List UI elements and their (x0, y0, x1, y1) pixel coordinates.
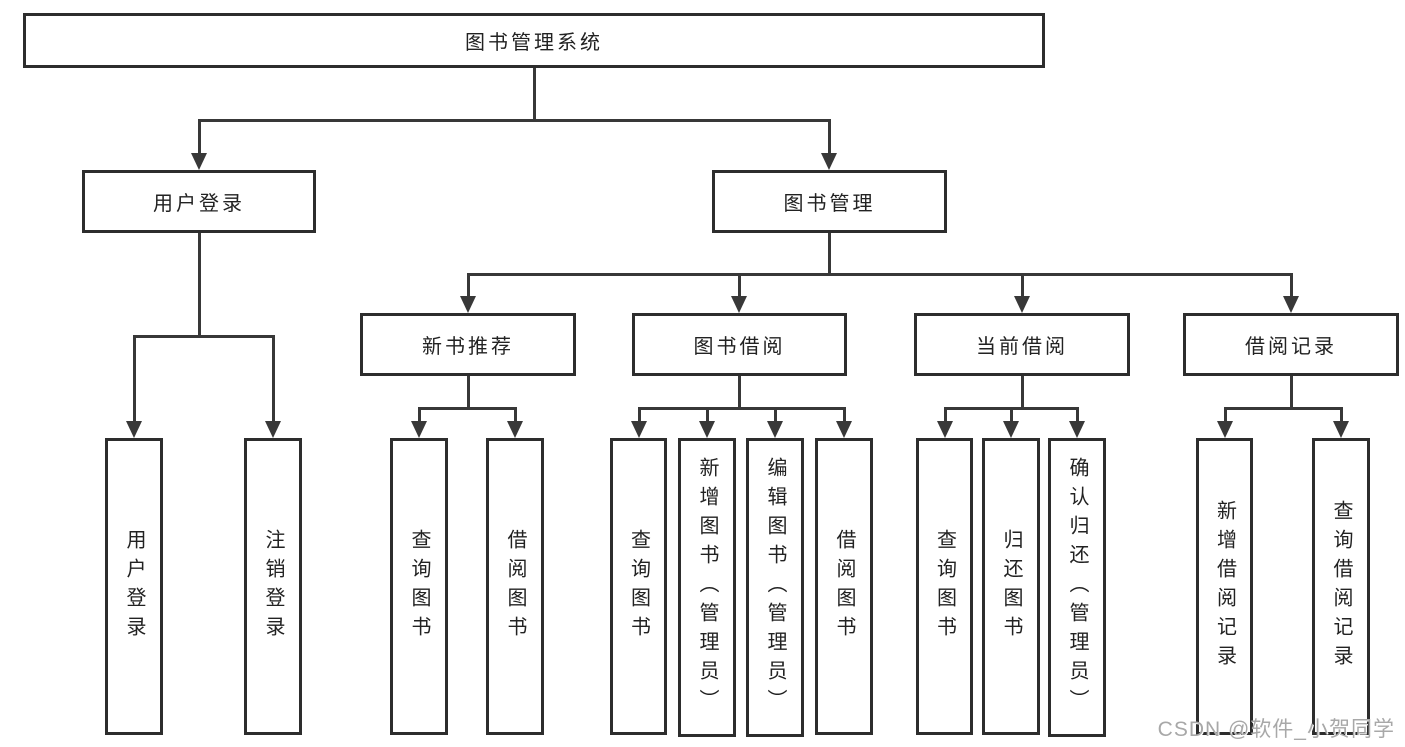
connector-line (1224, 407, 1343, 410)
node-return-books: 归还图书 (982, 438, 1040, 735)
node-logout: 注销登录 (244, 438, 302, 735)
connector-line (1290, 273, 1293, 296)
arrow-down (631, 421, 647, 438)
connector-line (1224, 407, 1227, 421)
node-label: 新增借阅记录 (1213, 499, 1236, 674)
connector-line (1290, 376, 1293, 407)
node-user-login-group: 用户登录 (82, 170, 316, 233)
node-label: 注销登录 (262, 528, 284, 645)
arrow-down (699, 421, 715, 438)
arrow-down (1069, 421, 1085, 438)
arrow-down (1014, 296, 1030, 313)
node-library-management-system: 图书管理系统 (23, 13, 1045, 68)
connector-line (133, 335, 275, 338)
arrow-down (731, 296, 747, 313)
arrow-down (836, 421, 852, 438)
connector-line (198, 119, 830, 122)
node-query-borrow-record: 查询借阅记录 (1312, 438, 1370, 735)
node-label: 新增图书（管理员） (696, 457, 718, 718)
node-label: 查询图书 (408, 528, 430, 645)
arrow-down (767, 421, 783, 438)
node-label: 查询借阅记录 (1330, 499, 1352, 674)
connector-line (1010, 407, 1013, 421)
connector-line (418, 407, 517, 410)
node-query-books-borrow: 查询图书 (610, 438, 667, 735)
node-book-borrowing: 图书借阅 (632, 313, 847, 376)
node-add-book-admin: 新增图书（管理员） (678, 438, 736, 737)
node-label: 确认归还（管理员） (1066, 457, 1088, 718)
connector-line (1340, 407, 1343, 421)
connector-line (738, 273, 741, 296)
node-label: 查询图书 (627, 528, 650, 645)
connector-line (843, 407, 846, 421)
arrow-down (1283, 296, 1299, 313)
connector-line (706, 407, 709, 421)
connector-line (774, 407, 777, 421)
node-label: 当前借阅 (976, 336, 1068, 358)
node-label: 用户登录 (153, 193, 245, 215)
connector-line (828, 119, 831, 153)
node-label: 借阅记录 (1245, 336, 1337, 358)
connector-line (738, 376, 741, 407)
connector-line (638, 407, 641, 421)
arrow-down (265, 421, 281, 438)
node-borrowing-records: 借阅记录 (1183, 313, 1399, 376)
node-new-book-recommendation: 新书推荐 (360, 313, 576, 376)
connector-line (533, 68, 536, 119)
connector-line (198, 233, 201, 335)
connector-line (828, 233, 831, 273)
node-query-books-current: 查询图书 (916, 438, 973, 735)
node-label: 用户登录 (123, 528, 145, 645)
connector-line (944, 407, 947, 421)
arrow-down (1003, 421, 1019, 438)
arrow-down (1217, 421, 1233, 438)
connector-line (1021, 273, 1024, 296)
node-edit-book-admin: 编辑图书（管理员） (746, 438, 804, 737)
arrow-down (821, 153, 837, 170)
connector-line (133, 335, 136, 421)
node-label: 图书借阅 (693, 336, 786, 358)
node-label: 借阅图书 (833, 528, 855, 645)
node-label: 图书管理系统 (465, 32, 603, 54)
connector-line (272, 335, 275, 421)
connector-line (514, 407, 517, 421)
node-label: 归还图书 (1000, 528, 1022, 645)
connector-line (1021, 376, 1024, 407)
connector-line (467, 273, 470, 296)
node-book-management: 图书管理 (712, 170, 947, 233)
connector-line (638, 407, 846, 410)
arrow-down (126, 421, 142, 438)
node-label: 新书推荐 (422, 336, 514, 358)
connector-line (198, 119, 201, 153)
node-confirm-return-admin: 确认归还（管理员） (1048, 438, 1106, 737)
arrow-down (411, 421, 427, 438)
arrow-down (507, 421, 523, 438)
arrow-down (460, 296, 476, 313)
node-label: 借阅图书 (504, 528, 526, 645)
node-label: 查询图书 (933, 528, 956, 645)
node-label: 编辑图书（管理员） (764, 457, 786, 718)
connector-line (467, 376, 470, 407)
node-add-borrow-record: 新增借阅记录 (1196, 438, 1253, 735)
connector-line (1076, 407, 1079, 421)
connector-line (467, 273, 1293, 276)
arrow-down (191, 153, 207, 170)
node-query-books-recommend: 查询图书 (390, 438, 448, 735)
connector-line (418, 407, 421, 421)
arrow-down (1333, 421, 1349, 438)
node-borrow-books: 借阅图书 (815, 438, 873, 735)
node-current-borrowing: 当前借阅 (914, 313, 1130, 376)
node-label: 图书管理 (783, 193, 876, 215)
node-user-login: 用户登录 (105, 438, 163, 735)
arrow-down (937, 421, 953, 438)
node-borrow-books-recommend: 借阅图书 (486, 438, 544, 735)
